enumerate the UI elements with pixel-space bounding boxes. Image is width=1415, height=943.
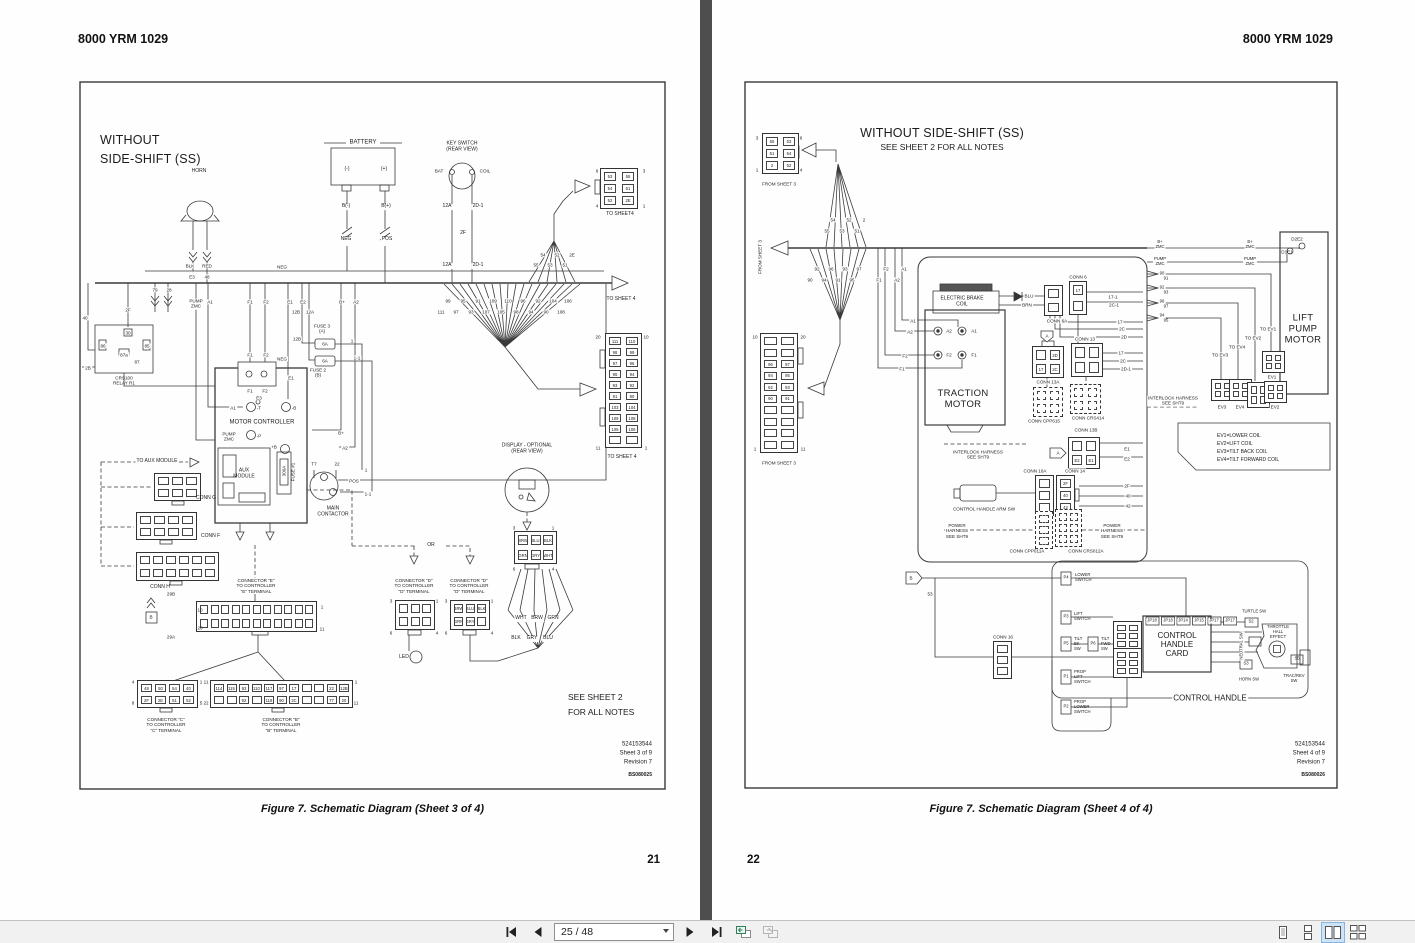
previous-view-icon — [736, 926, 751, 938]
page-navigation-group: 25 / 48 — [500, 921, 782, 943]
last-page-icon — [712, 927, 722, 937]
first-page-button[interactable] — [500, 923, 522, 942]
page-number-right: 22 — [747, 854, 760, 866]
two-page-icon — [1325, 925, 1341, 939]
next-view-icon — [763, 926, 778, 938]
page-header-left: 8000 YRM 1029 — [78, 32, 169, 46]
two-page-continuous-view-button[interactable] — [1347, 923, 1369, 942]
single-page-view-button[interactable] — [1272, 923, 1294, 942]
next-view-button[interactable] — [760, 923, 782, 942]
previous-page-button[interactable] — [527, 923, 549, 942]
two-page-view-button[interactable] — [1321, 921, 1345, 943]
page-right — [712, 0, 1415, 920]
next-page-icon — [686, 927, 694, 937]
previous-view-button[interactable] — [733, 923, 755, 942]
page-number-input[interactable]: 25 / 48 — [554, 923, 674, 941]
two-page-continuous-icon — [1350, 924, 1366, 939]
figure-caption-left: Figure 7. Schematic Diagram (Sheet 3 of … — [260, 803, 485, 815]
page-header-right: 8000 YRM 1029 — [1242, 32, 1333, 46]
next-page-button[interactable] — [679, 923, 701, 942]
page-left — [0, 0, 700, 920]
previous-page-icon — [534, 927, 542, 937]
last-page-button[interactable] — [706, 923, 728, 942]
page-layout-group — [1272, 921, 1369, 943]
page-number-left: 21 — [647, 854, 660, 866]
single-page-icon — [1279, 925, 1287, 939]
page-indicator: 25 / 48 — [561, 926, 594, 938]
page-dropdown-caret-icon[interactable] — [663, 929, 669, 933]
continuous-page-icon — [1304, 924, 1312, 940]
figure-caption-right: Figure 7. Schematic Diagram (Sheet 4 of … — [929, 803, 1153, 815]
first-page-icon — [506, 927, 516, 937]
viewer-toolbar: 25 / 48 — [0, 920, 1415, 943]
continuous-view-button[interactable] — [1297, 923, 1319, 942]
